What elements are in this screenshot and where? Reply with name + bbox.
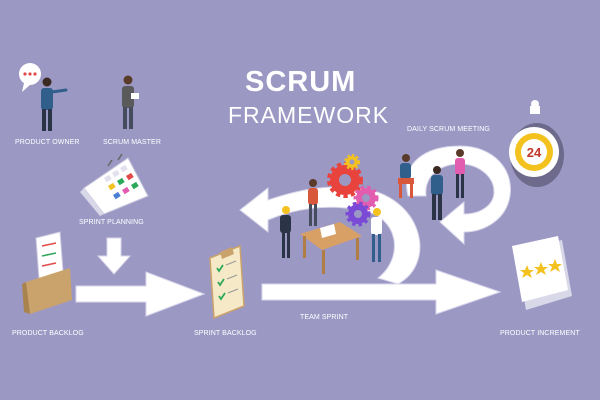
- team-member-figure: [280, 206, 291, 258]
- meeting-member-figure: [431, 166, 443, 220]
- team-member-figure: [371, 208, 382, 262]
- gear-cluster: [327, 154, 379, 227]
- meeting-member-figure: [398, 154, 414, 198]
- down-arrow-icon: [96, 237, 132, 275]
- star-icon: [520, 265, 534, 278]
- scrum-master-figure: [122, 75, 139, 129]
- team-desk: [300, 222, 362, 274]
- calendar-icon: [80, 153, 149, 216]
- flow-arrows: [75, 145, 511, 317]
- clipboard-icon: [209, 244, 245, 320]
- meeting-member-figure: [455, 149, 465, 198]
- star-icon: [534, 262, 548, 275]
- gear-icon: [345, 201, 371, 227]
- label-product-increment: PRODUCT INCREMENT: [500, 330, 580, 337]
- product-increment-card: [512, 236, 572, 310]
- stopwatch-icon: 24: [509, 100, 564, 187]
- gear-icon: [344, 154, 360, 170]
- arrow-team-sprint-to-increment: [261, 269, 502, 315]
- label-scrum-master: SCRUM MASTER: [103, 139, 161, 146]
- timer-number: 24: [527, 145, 542, 160]
- title-line-2: FRAMEWORK: [228, 102, 390, 128]
- label-daily-scrum-meeting: DAILY SCRUM MEETING: [407, 126, 490, 133]
- label-product-owner: PRODUCT OWNER: [15, 139, 80, 146]
- daily-scrum-people: [398, 149, 465, 220]
- gear-icon: [327, 162, 363, 198]
- title-line-1: SCRUM: [245, 66, 357, 98]
- label-sprint-backlog: SPRINT BACKLOG: [194, 330, 257, 337]
- label-product-backlog: PRODUCT BACKLOG: [12, 330, 84, 337]
- speech-bubble-icon: [19, 63, 41, 92]
- label-team-sprint: TEAM SPRINT: [300, 314, 349, 321]
- label-sprint-planning: SPRINT PLANNING: [79, 219, 144, 226]
- arrow-backlog-to-sprint-backlog: [75, 271, 206, 317]
- team-member-figure: [308, 179, 318, 226]
- product-owner-figure: [19, 63, 68, 131]
- star-icon: [548, 259, 562, 272]
- folder-icon: [22, 231, 72, 314]
